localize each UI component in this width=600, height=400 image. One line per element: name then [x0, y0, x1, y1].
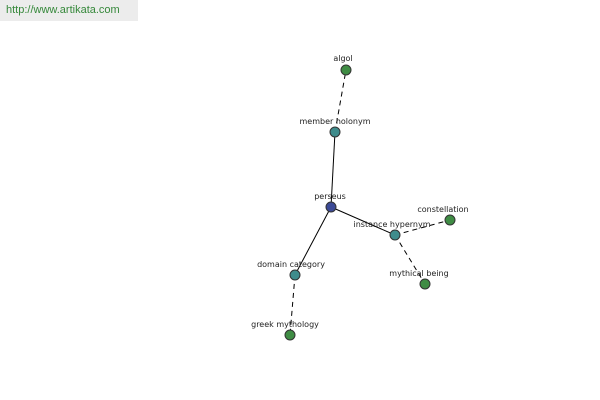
node-label-greek-mythology[interactable]: greek mythology [251, 320, 319, 329]
node-perseus[interactable] [325, 201, 337, 213]
edge-domain-category-to-greek-mythology [289, 274, 296, 336]
graph-edges [289, 69, 451, 336]
node-label-member-holonym[interactable]: member holonym [299, 117, 370, 126]
edge-instance-hypernym-to-mythical-being [394, 234, 426, 285]
node-greek-mythology[interactable] [284, 329, 296, 341]
node-algol[interactable] [340, 64, 352, 76]
graph-labels: perseus member holonym algol instance hyper… [251, 54, 469, 329]
node-domain-category[interactable] [289, 269, 301, 281]
node-label-perseus[interactable]: perseus [314, 192, 346, 201]
site-url-link[interactable]: http://www.artikata.com [6, 4, 120, 16]
node-member-holonym[interactable] [329, 126, 341, 138]
edge-perseus-to-member-holonym [330, 131, 336, 208]
url-bar: http://www.artikata.com [0, 0, 138, 21]
node-label-algol[interactable]: algol [333, 54, 352, 63]
node-instance-hypernym[interactable] [389, 229, 401, 241]
edge-perseus-to-domain-category [294, 206, 332, 276]
node-label-constellation[interactable]: constellation [417, 205, 468, 214]
graph-nodes [284, 64, 456, 341]
edge-perseus-to-instance-hypernym [330, 206, 396, 236]
edge-instance-hypernym-to-constellation [394, 219, 451, 236]
node-label-instance-hypernym[interactable]: instance hypernym [354, 220, 431, 229]
node-label-domain-category[interactable]: domain category [257, 260, 325, 269]
node-label-mythical-being[interactable]: mythical being [389, 269, 448, 278]
node-constellation[interactable] [444, 214, 456, 226]
node-mythical-being[interactable] [419, 278, 431, 290]
edge-member-holonym-to-algol [334, 69, 347, 133]
